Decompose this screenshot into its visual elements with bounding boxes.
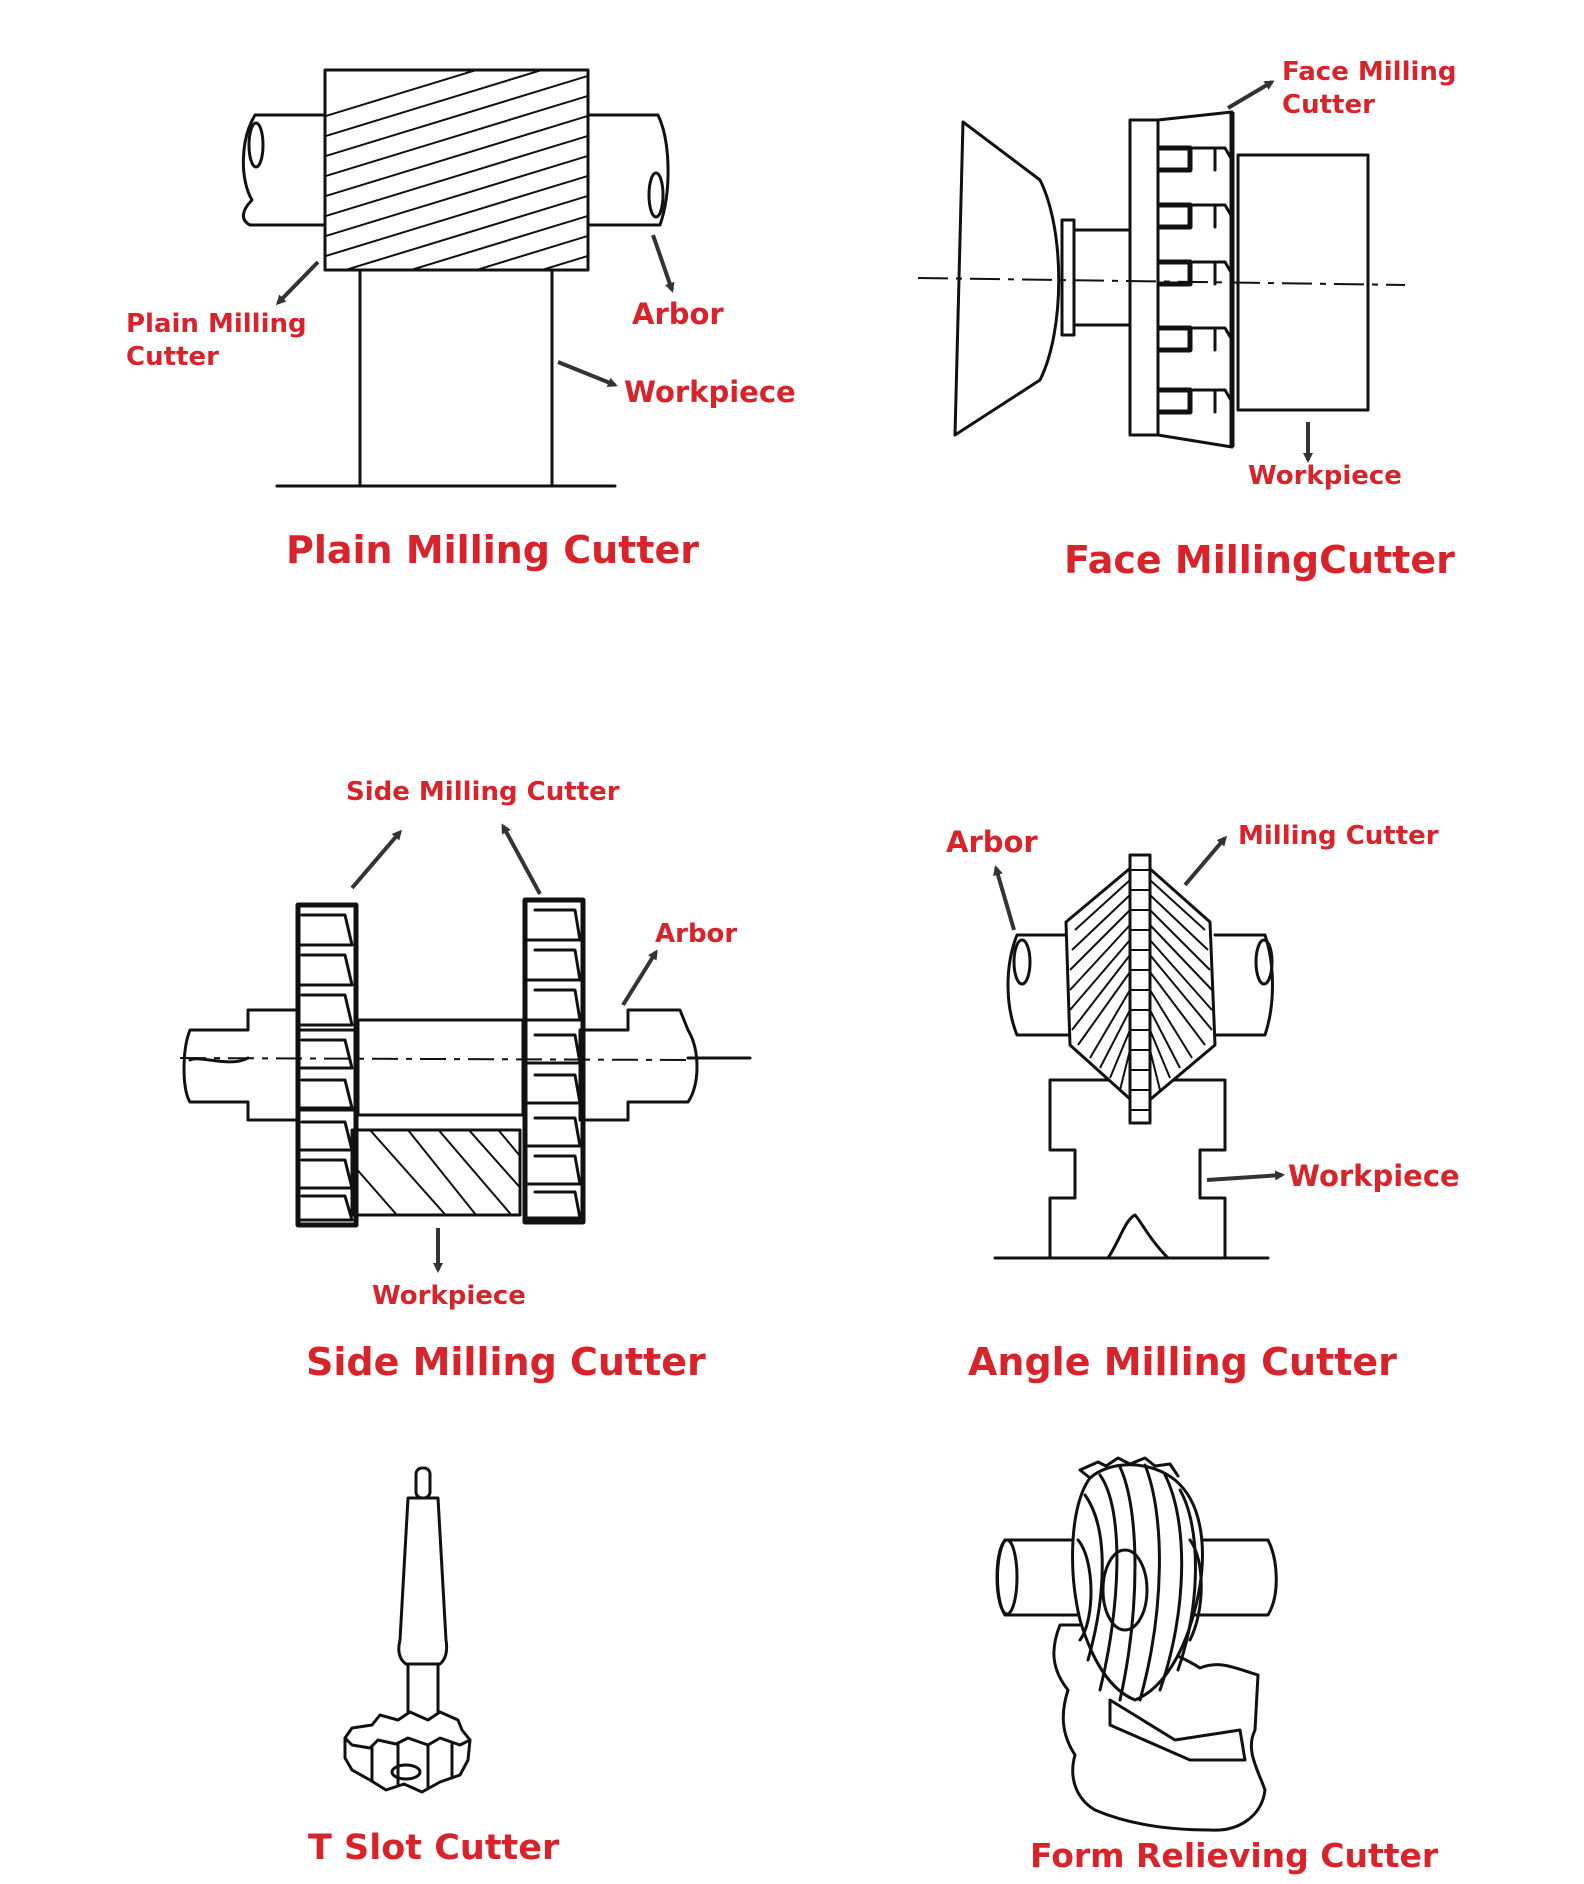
angle-cutter-teeth — [1069, 869, 1213, 1111]
workpiece-hatch — [352, 1130, 520, 1215]
face-cutter-label: Face Milling Cutter — [1282, 56, 1457, 121]
side-cutter-teeth-right — [526, 908, 582, 1220]
t-slot-title: T Slot Cutter — [308, 1828, 560, 1868]
angle-milling-title: Angle Milling Cutter — [968, 1340, 1397, 1384]
plain-milling-drawing — [241, 68, 675, 488]
plain-cutter-label: Plain Milling Cutter — [126, 308, 307, 373]
face-milling-title-part1: Face Milling — [1064, 538, 1320, 582]
t-slot-drawing — [343, 1466, 472, 1794]
plain-workpiece-label: Workpiece — [624, 375, 796, 409]
angle-cutter-label: Milling Cutter — [1238, 821, 1439, 851]
face-milling-title: Face MillingCutter — [1064, 538, 1455, 582]
face-workpiece-label: Workpiece — [1248, 461, 1402, 491]
face-cutter-label-line2: Cutter — [1282, 89, 1375, 120]
form-relieving-title: Form Relieving Cutter — [1030, 1836, 1439, 1875]
face-milling-drawing — [917, 80, 1406, 463]
angle-workpiece-label: Workpiece — [1288, 1159, 1460, 1193]
side-milling-title-part2: Cutter — [570, 1340, 706, 1384]
form-cutter-teeth — [1076, 1463, 1203, 1702]
side-workpiece-label: Workpiece — [372, 1281, 526, 1311]
plain-arbor-label: Arbor — [632, 297, 724, 331]
side-milling-drawing — [179, 823, 752, 1273]
side-milling-title-part1: Side Milling — [306, 1340, 557, 1384]
plain-cutter-label-line1: Plain Milling — [126, 309, 307, 339]
angle-milling-drawing — [993, 835, 1285, 1260]
face-milling-title-part2: Cutter — [1319, 538, 1455, 582]
form-relieving-drawing — [995, 1456, 1278, 1832]
plain-cutter-label-line2: Cutter — [126, 341, 219, 372]
side-arbor-label: Arbor — [655, 919, 738, 949]
face-cutter-teeth — [1158, 145, 1234, 415]
angle-arbor-label: Arbor — [946, 825, 1038, 859]
face-cutter-label-line1: Face Milling — [1282, 57, 1457, 87]
side-cutter-teeth-left — [296, 913, 354, 1222]
helical-teeth — [325, 70, 588, 270]
plain-milling-title: Plain Milling Cutter — [286, 528, 700, 572]
side-cutter-label: Side Milling Cutter — [346, 777, 620, 807]
side-milling-title: Side Milling Cutter — [306, 1340, 706, 1384]
